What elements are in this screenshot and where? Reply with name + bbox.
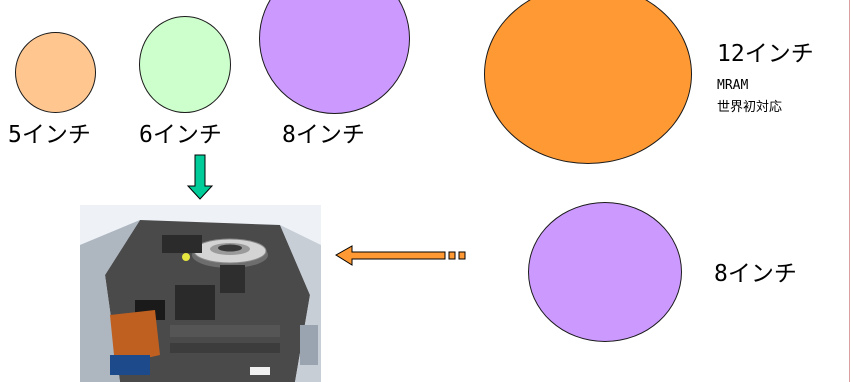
wafer-8inch-circle-right <box>528 202 682 342</box>
wafer-6inch-circle <box>139 16 231 113</box>
label-8inch-right: 8インチ <box>714 261 797 287</box>
label-mram: MRAM <box>717 78 749 93</box>
page-border-line <box>849 0 850 382</box>
label-8inch-top: 8インチ <box>282 122 365 148</box>
wafer-5inch-circle <box>15 32 96 113</box>
label-5inch: 5インチ <box>8 122 91 148</box>
label-6inch: 6インチ <box>139 122 222 148</box>
label-12inch: 12インチ <box>717 41 814 67</box>
prober-photo-image <box>80 205 321 382</box>
label-world-first: 世界初対応 <box>717 100 783 115</box>
left-arrow-icon <box>335 245 466 266</box>
down-arrow-icon <box>186 154 214 200</box>
prober-photo <box>80 205 321 382</box>
wafer-12inch-circle <box>484 0 692 164</box>
